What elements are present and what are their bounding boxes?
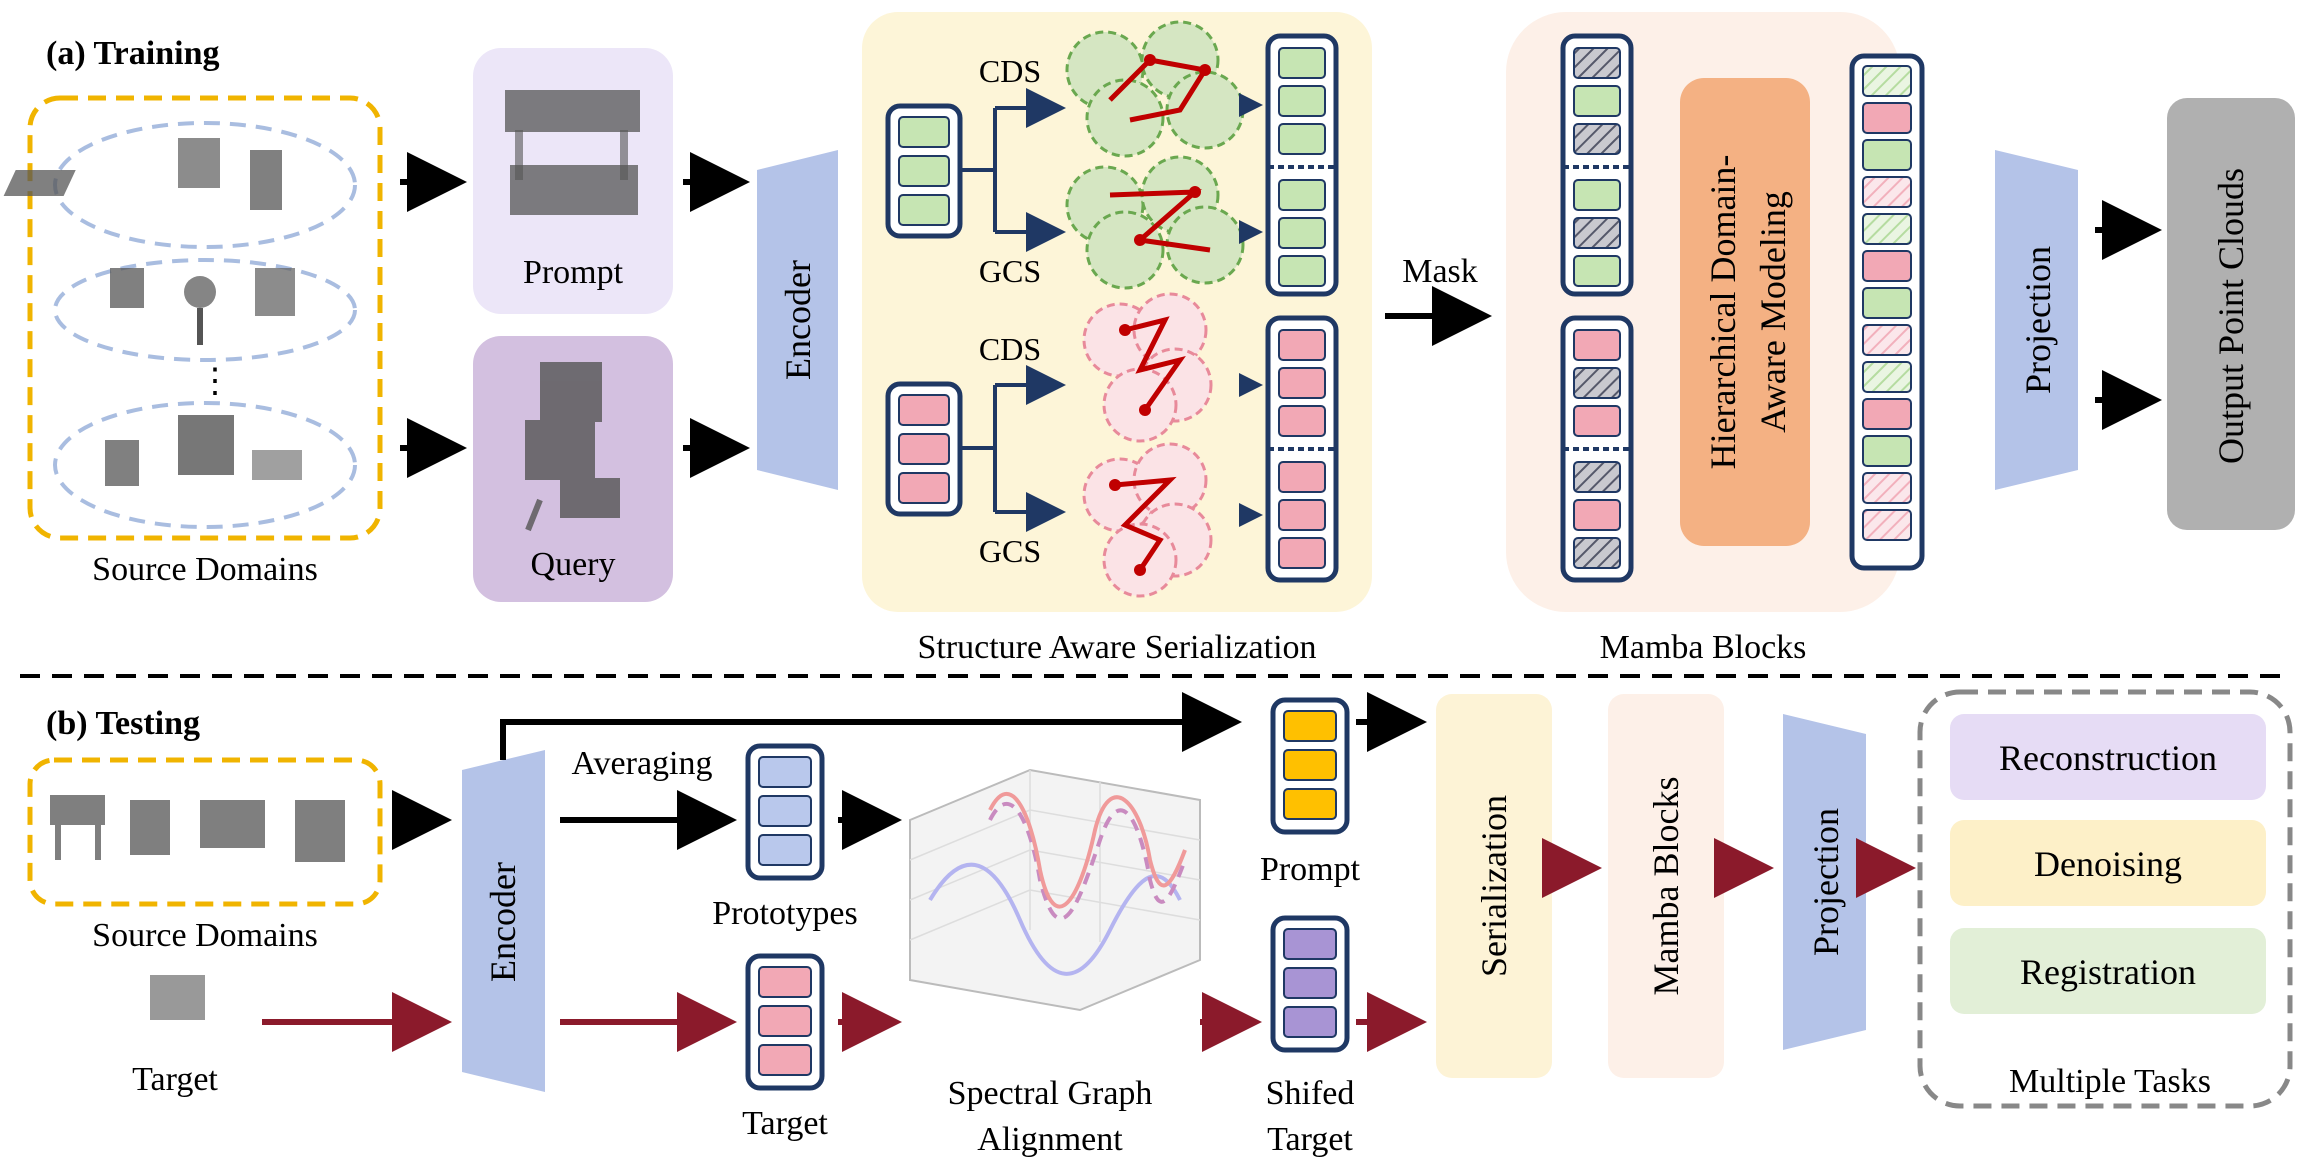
training-projection-label: Projection — [2018, 246, 2058, 394]
domain-ellipsis: ⋮ — [198, 363, 232, 400]
domain-ellipse-2 — [53, 258, 357, 362]
pink-branch — [960, 383, 1050, 514]
target-pointcloud — [150, 975, 205, 1020]
bypass-line — [500, 692, 1242, 760]
task-reconstruction: Reconstruction — [1999, 738, 2217, 778]
spectral-label-line2: Alignment — [977, 1121, 1123, 1158]
green-branch — [960, 106, 1050, 234]
hierarchical-label-line2: Aware Modeling — [1753, 191, 1793, 433]
test-mamba-label: Mamba Blocks — [1646, 777, 1686, 996]
source-domains-caption: Source Domains — [92, 551, 318, 588]
hierarchical-label-line1: Hierarchical Domain- — [1703, 155, 1743, 470]
green-token — [898, 116, 950, 148]
test-source-pointclouds — [50, 795, 345, 862]
task-denoising-box — [1950, 820, 2266, 906]
mask-label: Mask — [1402, 253, 1478, 290]
shifted-label-line2: Target — [1267, 1121, 1353, 1158]
shifted-label-line1: Shifed — [1266, 1075, 1355, 1112]
tasks-box — [1917, 689, 2293, 1109]
test-source-domains-caption: Source Domains — [92, 917, 318, 954]
cds-green-cluster — [1065, 20, 1245, 158]
prompt-label: Prompt — [523, 254, 624, 291]
testing-encoder-label: Encoder — [483, 862, 523, 982]
domain-ellipse-3 — [53, 401, 357, 529]
tasks-caption: Multiple Tasks — [2009, 1063, 2211, 1100]
serialized-green-tokens — [1278, 47, 1326, 287]
training-projection — [1995, 150, 2078, 490]
prototypes-label: Prototypes — [712, 895, 857, 932]
mamba-caption: Mamba Blocks — [1600, 629, 1807, 666]
cds-bottom-label: CDS — [979, 331, 1041, 367]
masked-pink-tokens — [1573, 329, 1621, 569]
test-serialization-box — [1436, 694, 1552, 1078]
output-tokens — [1862, 65, 1912, 541]
prompt-pointcloud — [505, 90, 640, 215]
spectral-plot — [909, 768, 1201, 1012]
testing-encoder — [462, 750, 545, 1092]
pink-token — [898, 394, 950, 426]
hierarchical-box — [1680, 78, 1810, 546]
test-prompt-label: Prompt — [1260, 851, 1361, 888]
target-tokens-label: Target — [742, 1105, 828, 1142]
training-encoder — [757, 150, 838, 490]
pink-token — [898, 472, 950, 504]
task-denoising: Denoising — [2034, 844, 2182, 884]
training-encoder-label: Encoder — [778, 260, 818, 380]
gcs-bottom-label: GCS — [979, 533, 1041, 569]
pink-token — [898, 433, 950, 465]
masked-green-tokens — [1573, 47, 1621, 287]
output-box — [2167, 98, 2295, 530]
query-label: Query — [531, 546, 616, 583]
test-prompt-tokens — [1283, 710, 1337, 820]
spectral-label-line1: Spectral Graph — [948, 1075, 1153, 1112]
testing-section-label: (b) Testing — [46, 705, 200, 742]
task-registration: Registration — [2020, 952, 2196, 992]
prototype-tokens — [758, 756, 812, 866]
green-token — [898, 155, 950, 187]
shifted-tokens — [1283, 928, 1337, 1038]
test-mamba-box — [1608, 694, 1724, 1078]
test-projection — [1783, 714, 1866, 1050]
serialization-caption: Structure Aware Serialization — [917, 629, 1316, 666]
cds-top-label: CDS — [979, 53, 1041, 89]
domain-ellipse-1 — [3, 121, 357, 249]
green-token — [898, 194, 950, 226]
gcs-top-label: GCS — [979, 253, 1041, 289]
test-projection-label: Projection — [1806, 808, 1846, 956]
task-registration-box — [1950, 928, 2266, 1014]
test-source-domains-box — [27, 757, 383, 907]
serialized-pink-tokens — [1278, 329, 1326, 569]
test-serialization-label: Serialization — [1474, 795, 1514, 977]
gcs-green-cluster — [1065, 155, 1245, 290]
query-pointcloud — [525, 362, 620, 532]
averaging-label: Averaging — [572, 745, 713, 782]
target-tokens — [758, 966, 812, 1076]
source-domains-box — [27, 95, 383, 541]
target-input-label: Target — [132, 1061, 218, 1098]
task-reconstruction-box — [1950, 714, 2266, 800]
output-label: Output Point Clouds — [2211, 168, 2251, 464]
gcs-pink-cluster — [1082, 442, 1213, 598]
cds-pink-cluster — [1082, 292, 1213, 443]
training-section-label: (a) Training — [46, 35, 220, 72]
